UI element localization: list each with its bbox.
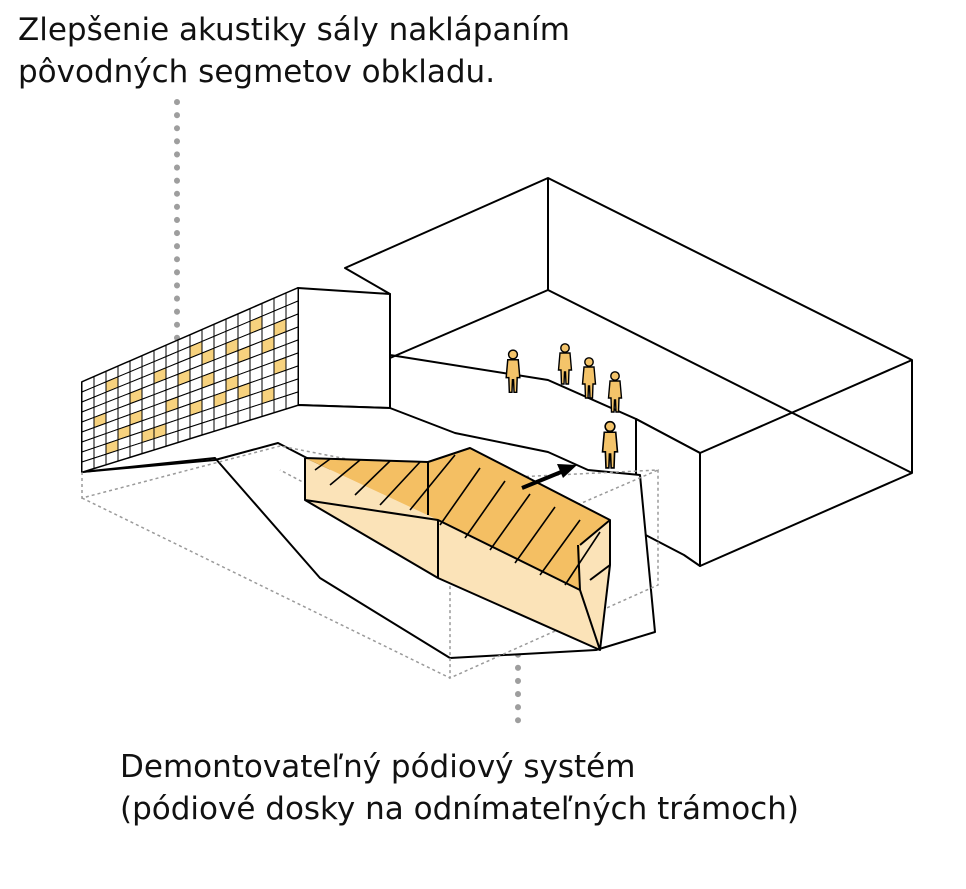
stage-plank-line	[439, 467, 481, 526]
stage-plank-line	[464, 480, 506, 539]
stage-plank-line	[539, 519, 581, 576]
stage-side-face	[305, 458, 600, 650]
stage-annotation-line-1: Demontovateľný pódiový systém	[120, 749, 636, 785]
stage-plank-line	[314, 458, 331, 471]
stage-plank-line	[564, 531, 601, 586]
stage-plank-line	[354, 460, 391, 496]
person-figure-icon	[601, 420, 619, 469]
stage-planks	[314, 454, 601, 586]
acoustic-panel-grid	[81, 287, 299, 473]
podium-system	[304, 447, 611, 651]
stage-front-face	[580, 520, 610, 650]
stage-annotation-line-2: (pódiové dosky na odnímateľných trámoch)	[120, 791, 799, 827]
acoustics-annotation: Zlepšenie akustiky sály naklápaním pôvod…	[18, 9, 570, 93]
stage-annotation: Demontovateľný pódiový systém (pódiové d…	[120, 746, 799, 830]
acoustics-annotation-line-2: pôvodných segmetov obkladu.	[18, 54, 496, 90]
stage-plank-line	[379, 461, 421, 506]
stage-plank-line	[514, 506, 556, 564]
stage-plank-line	[329, 459, 361, 486]
stage-plank-line	[489, 493, 531, 551]
acoustics-annotation-line-1: Zlepšenie akustiky sály naklápaním	[18, 12, 570, 48]
stage-plank-line	[409, 454, 456, 511]
direction-arrow-icon	[521, 464, 577, 490]
acoustic-panel	[285, 391, 299, 410]
